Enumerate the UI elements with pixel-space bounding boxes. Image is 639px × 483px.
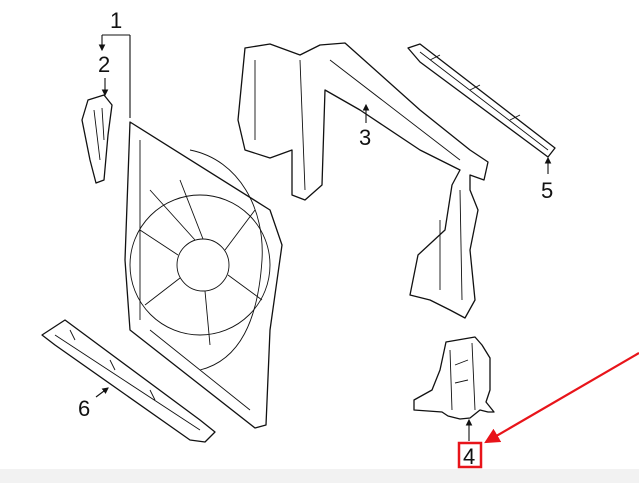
callout-3[interactable]: 3: [359, 125, 371, 150]
highlighted-callout-4[interactable]: 4: [457, 441, 483, 469]
part-3-upper-support[interactable]: [237, 42, 489, 319]
part-4-lower-bracket[interactable]: [413, 336, 495, 420]
part-5-crossmember[interactable]: [407, 43, 556, 158]
callout-4[interactable]: 4: [463, 444, 475, 469]
part-1-fan-shroud[interactable]: [124, 121, 283, 429]
callout-1[interactable]: 1: [110, 8, 122, 33]
part-2-bracket[interactable]: [81, 94, 113, 184]
callout-5[interactable]: 5: [541, 178, 553, 203]
callout-6[interactable]: 6: [78, 396, 90, 421]
callout-2[interactable]: 2: [98, 52, 110, 77]
highlight-arrow: [484, 352, 639, 444]
part-6-deflector[interactable]: [41, 319, 216, 443]
leader-lines: [96, 34, 552, 441]
footer-strip: [0, 469, 639, 483]
highlight-box: [457, 441, 483, 469]
